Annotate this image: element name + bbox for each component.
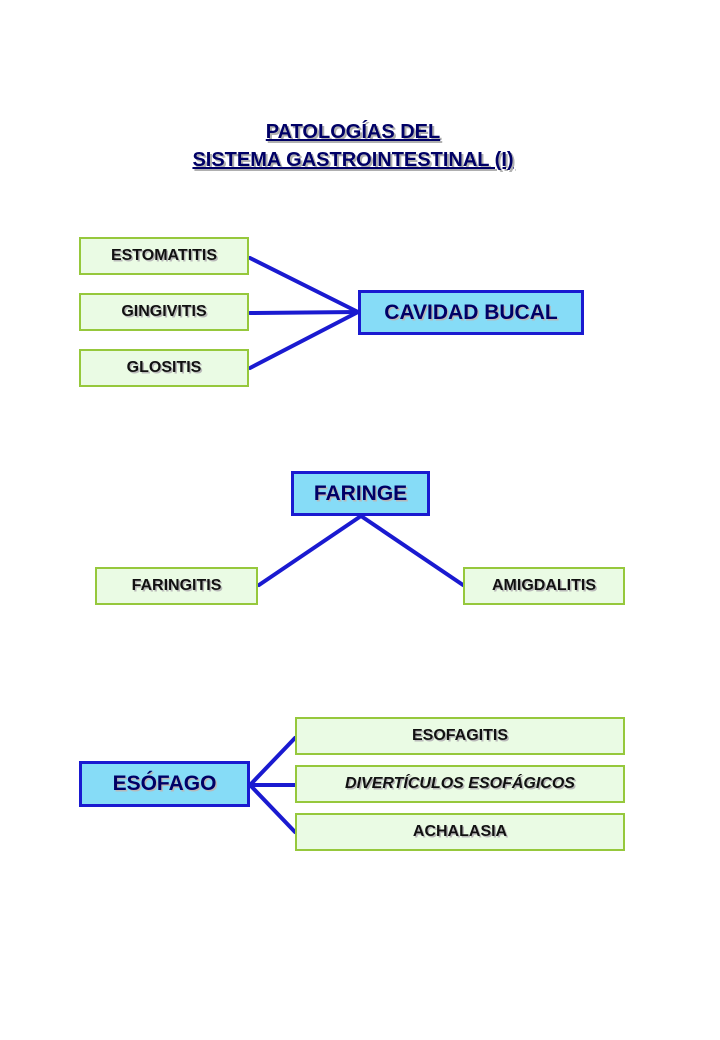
link-faringitis [257,514,363,587]
node-esofago: ESÓFAGO [79,761,250,807]
link-estomatitis [248,256,360,314]
link-gingivitis [248,310,360,315]
node-label: CAVIDAD BUCAL [384,300,558,324]
title-line-1: PATOLOGÍAS DEL [265,121,441,143]
node-faringitis: FARINGITIS [95,567,258,605]
node-esofagitis: ESOFAGITIS [295,717,625,755]
node-label: DIVERTÍCULOS ESOFÁGICOS [345,775,575,792]
page-title: PATOLOGÍAS DEL SISTEMA GASTROINTESTINAL … [0,118,706,174]
node-glositis: GLOSITIS [79,349,249,387]
node-label: ESOFAGITIS [411,727,508,744]
node-label: FARINGITIS [131,577,222,594]
node-achalasia: ACHALASIA [295,813,625,851]
link-esofagitis [248,736,297,787]
link-glositis [248,310,360,370]
node-estomatitis: ESTOMATITIS [79,237,249,275]
node-label: ACHALASIA [412,823,508,840]
node-cavidad-bucal: CAVIDAD BUCAL [358,290,584,335]
link-achalasia [248,783,297,834]
node-label: GLOSITIS [126,359,202,376]
link-amigdalitis [359,514,465,587]
node-label: ESÓFAGO [112,772,217,795]
node-amigdalitis: AMIGDALITIS [463,567,625,605]
title-line-2: SISTEMA GASTROINTESTINAL (I) [192,149,514,171]
node-label: ESTOMATITIS [110,247,218,264]
node-faringe: FARINGE [291,471,430,516]
node-label: AMIGDALITIS [492,577,596,594]
node-gingivitis: GINGIVITIS [79,293,249,331]
node-label: FARINGE [313,481,408,505]
node-diverticulos-esofagicos: DIVERTÍCULOS ESOFÁGICOS [295,765,625,803]
node-label: GINGIVITIS [121,303,207,320]
